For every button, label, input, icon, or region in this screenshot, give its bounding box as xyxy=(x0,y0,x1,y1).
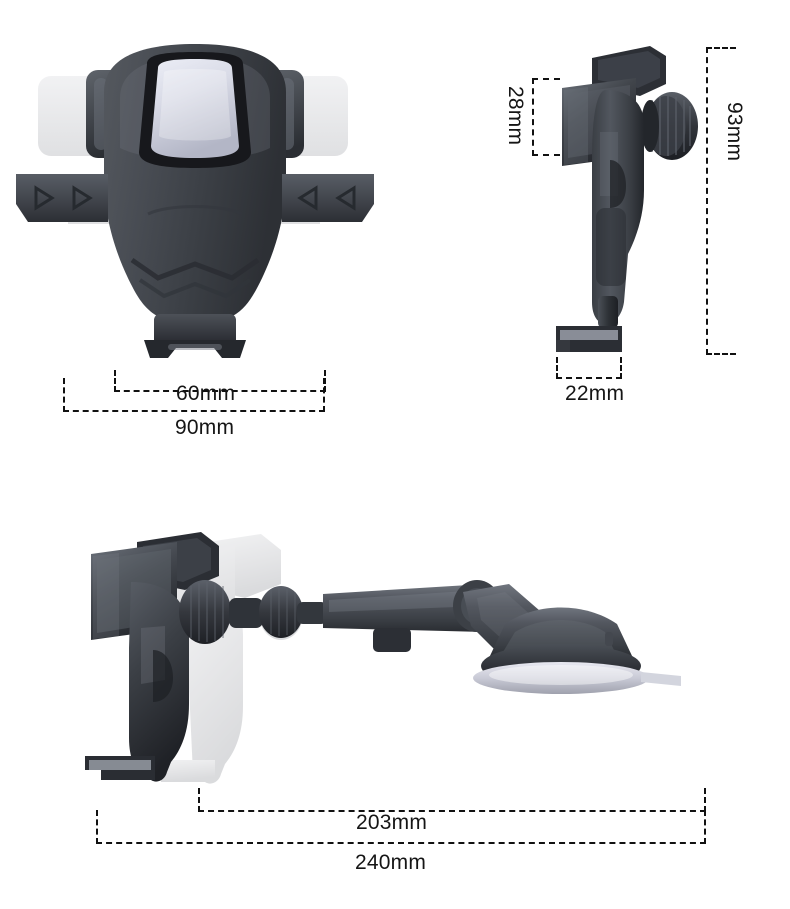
assembly-view-artwork xyxy=(85,532,681,784)
dimension-bracket-60mm xyxy=(114,370,326,392)
bracket-tick-right xyxy=(324,370,326,392)
holder-head xyxy=(85,532,219,782)
side-arm-left xyxy=(16,174,108,222)
arm-release-tab xyxy=(373,628,411,652)
center-button xyxy=(151,59,239,158)
front-view xyxy=(8,28,388,368)
bracket-tick-bottom xyxy=(532,154,560,156)
dimension-bracket-22mm xyxy=(556,357,622,379)
bracket-line xyxy=(706,47,708,355)
dimension-label-60mm: 60mm xyxy=(176,382,236,405)
bracket-tick-right xyxy=(323,378,325,412)
dimension-bracket-93mm xyxy=(706,47,736,355)
bracket-tick-top xyxy=(532,78,560,80)
bracket-tick-bottom xyxy=(706,353,736,355)
side-lower-stem xyxy=(598,296,618,328)
dimension-bracket-28mm xyxy=(532,78,560,156)
assembly-view xyxy=(85,528,715,790)
suction-pull-tab xyxy=(641,672,681,686)
side-foot-hook xyxy=(556,326,622,352)
bracket-line xyxy=(532,78,534,156)
bracket-line xyxy=(556,377,622,379)
bracket-tick-left xyxy=(63,378,65,412)
bracket-tick-left xyxy=(114,370,116,392)
side-view-artwork xyxy=(556,46,698,352)
adjustment-knob[interactable] xyxy=(641,92,698,160)
bracket-line xyxy=(63,410,325,412)
dimension-label-240mm: 240mm xyxy=(355,851,427,874)
bracket-tick-right xyxy=(704,810,706,844)
bracket-tick-left xyxy=(556,357,558,379)
rotation-knuckles xyxy=(179,580,327,644)
dimension-bracket-240mm xyxy=(96,810,706,844)
bracket-tick-left xyxy=(198,788,200,812)
front-view-artwork xyxy=(16,44,374,358)
suction-cup xyxy=(473,607,681,694)
bracket-tick-left xyxy=(96,810,98,844)
dimension-bracket-90mm xyxy=(63,378,325,412)
dimension-label-203mm: 203mm xyxy=(356,811,428,834)
side-arm-right xyxy=(282,174,374,222)
dimension-label-93mm: 93mm xyxy=(723,102,746,162)
dimension-label-28mm: 28mm xyxy=(504,86,527,146)
bracket-line xyxy=(96,842,706,844)
bracket-line xyxy=(198,810,706,812)
dimension-label-90mm: 90mm xyxy=(175,416,235,439)
bracket-tick-right xyxy=(620,357,622,379)
bottom-cradle xyxy=(144,314,246,358)
bracket-line xyxy=(114,390,326,392)
dimension-label-22mm: 22mm xyxy=(565,382,625,405)
side-body xyxy=(592,90,644,324)
dimension-bracket-203mm xyxy=(198,788,706,812)
side-view xyxy=(540,40,720,370)
bracket-tick-right xyxy=(704,788,706,812)
bracket-tick-top xyxy=(706,47,736,49)
